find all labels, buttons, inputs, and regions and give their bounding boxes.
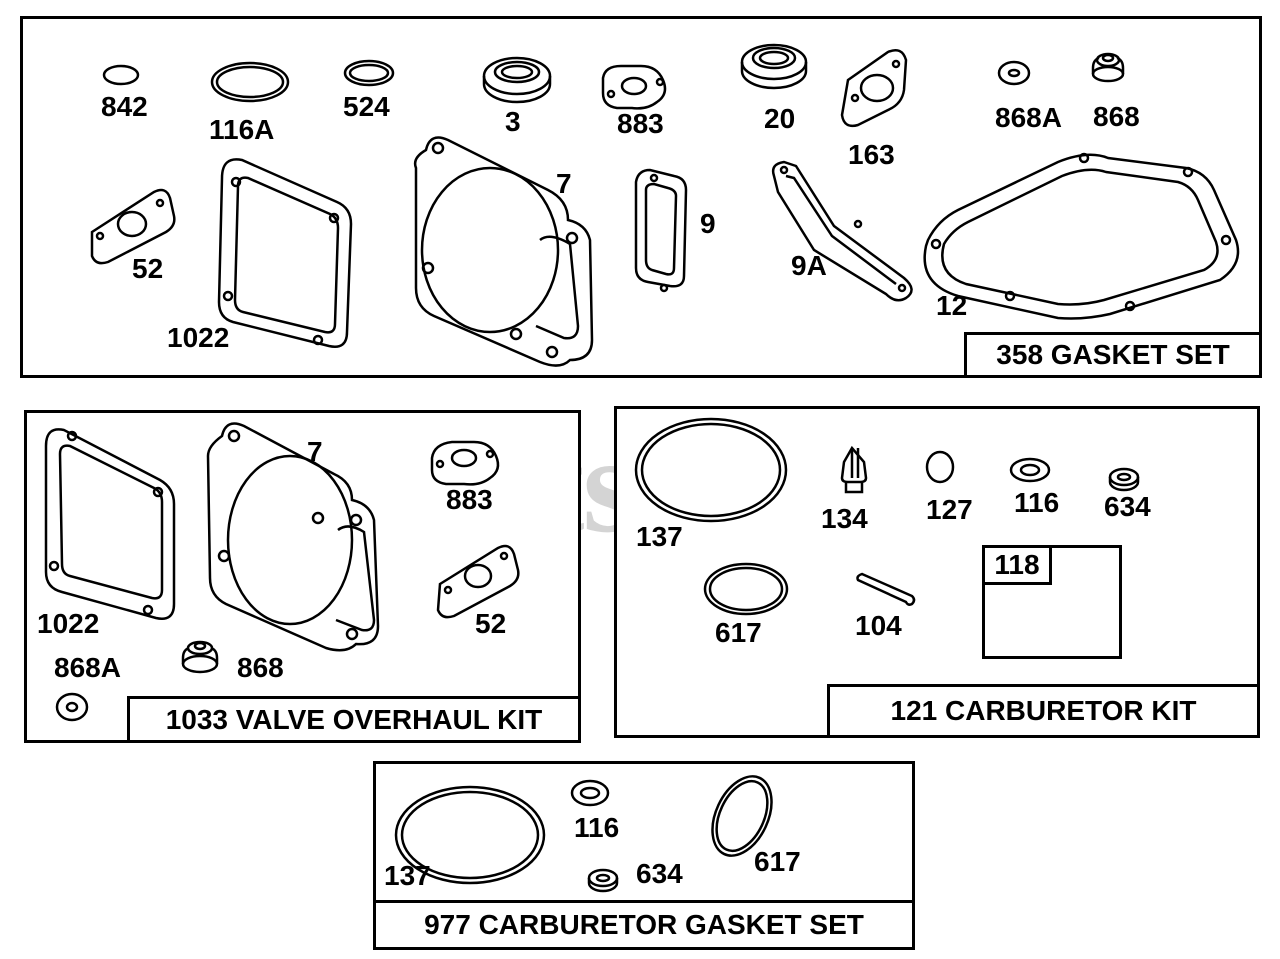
washer-634-drawing (1108, 467, 1140, 492)
label-3: 3 (505, 106, 521, 137)
valve-kit-label-883: 883 (446, 484, 493, 515)
valve-kit-label-868a: 868A (54, 652, 121, 683)
gasket-set-title: 358 GASKET SET (964, 332, 1262, 378)
label-842: 842 (101, 91, 148, 122)
carb-kit-label-118: 118 (982, 545, 1052, 585)
valve-kit-gasket-1022-drawing (44, 428, 176, 620)
label-868: 868 (1093, 101, 1140, 132)
plug-127-drawing (925, 450, 955, 484)
label-12: 12 (936, 290, 968, 321)
valve-kit-washer-868a-drawing (55, 692, 89, 722)
label-524: 524 (343, 91, 390, 122)
carb-gasket-label-137: 137 (384, 860, 431, 891)
washer-116-drawing (1009, 457, 1051, 483)
o-ring-842-drawing (102, 64, 140, 86)
carb-gasket-ring-617-drawing (711, 775, 773, 857)
label-116a: 116A (209, 114, 275, 145)
label-20: 20 (764, 103, 796, 134)
o-ring-524-drawing (343, 59, 395, 87)
needle-134-drawing (840, 445, 868, 494)
carb-gasket-ring-137-drawing (394, 785, 546, 885)
washer-868a-drawing (997, 60, 1031, 86)
carb-gasket-title: 977 CARBURETOR GASKET SET (373, 900, 915, 950)
label-883: 883 (617, 108, 664, 139)
valve-kit-label-868: 868 (237, 652, 284, 683)
carb-kit-ring-137-drawing (634, 417, 788, 523)
breather-gasket-9-drawing (634, 168, 688, 293)
valve-kit-head-gasket-7-drawing (206, 422, 380, 652)
oil-seal-20-drawing (740, 43, 808, 90)
gasket-163-drawing (840, 49, 908, 128)
label-52: 52 (132, 253, 164, 284)
valve-kit-title: 1033 VALVE OVERHAUL KIT (127, 696, 581, 743)
label-9: 9 (700, 208, 716, 239)
carb-kit-ring-617-drawing (703, 562, 789, 616)
carb-kit-label-634: 634 (1104, 491, 1151, 522)
gasket-1022-drawing (217, 158, 353, 348)
carb-kit-label-116: 116 (1014, 487, 1060, 518)
head-gasket-7-drawing (413, 136, 594, 367)
carb-gasket-label-634: 634 (636, 858, 683, 889)
gasket-883-drawing (601, 64, 667, 110)
crankcase-gasket-12-drawing (923, 152, 1240, 320)
carb-gasket-label-617: 617 (754, 846, 801, 877)
adjusting-screw-kit-box: 118 (982, 545, 1122, 659)
label-1022: 1022 (167, 322, 230, 353)
label-868a: 868A (995, 102, 1062, 133)
carb-kit-panel (614, 406, 1260, 738)
valve-kit-gasket-52-drawing (436, 544, 520, 619)
valve-kit-panel (24, 410, 581, 743)
label-163: 163 (848, 139, 895, 170)
gasket-52-drawing (90, 188, 176, 265)
valve-kit-valve-seal-868-drawing (181, 640, 219, 674)
carb-kit-label-137: 137 (636, 521, 683, 552)
o-ring-116a-drawing (210, 61, 290, 103)
carb-kit-label-127: 127 (926, 494, 973, 525)
valve-kit-label-1022: 1022 (37, 608, 100, 639)
label-9a: 9A (791, 250, 827, 281)
oil-seal-3-drawing (482, 56, 552, 104)
carb-kit-label-617: 617 (715, 617, 762, 648)
carb-kit-title: 121 CARBURETOR KIT (827, 684, 1260, 738)
valve-kit-label-7: 7 (307, 436, 323, 467)
label-7: 7 (556, 168, 572, 199)
carb-gasket-washer-116-drawing (570, 779, 610, 807)
carb-kit-label-134: 134 (821, 503, 868, 534)
carb-gasket-washer-634-drawing (587, 868, 619, 893)
gasket-9a-drawing (771, 160, 913, 302)
valve-seal-868-drawing (1091, 52, 1125, 83)
pin-104-drawing (856, 572, 916, 606)
carb-gasket-label-116: 116 (574, 812, 620, 843)
carb-kit-label-104: 104 (855, 610, 902, 641)
valve-kit-label-52: 52 (475, 608, 507, 639)
valve-kit-gasket-883-drawing (430, 440, 500, 486)
